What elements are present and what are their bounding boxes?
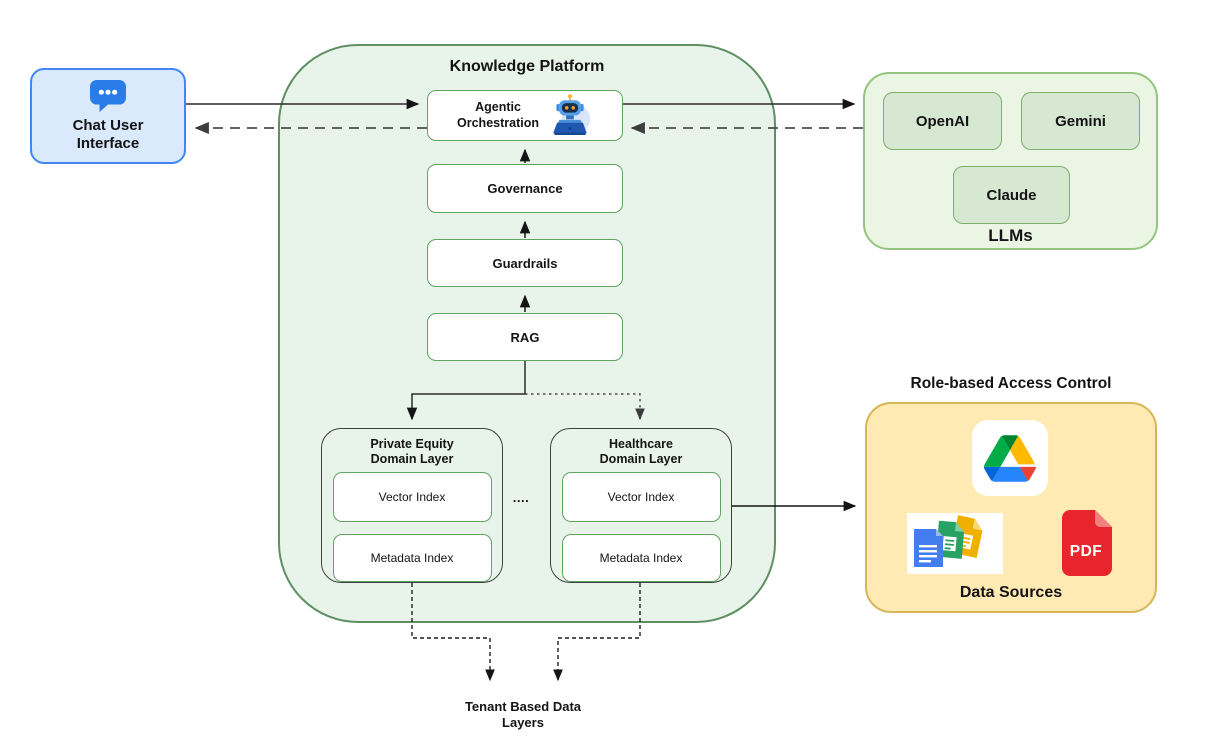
vector-index-node: Vector Index (561, 472, 721, 522)
google-drive-icon (972, 420, 1048, 496)
pdf-file: PDF (1062, 510, 1112, 576)
agentic-orchestration-label: Agentic Orchestration (457, 99, 539, 130)
robot-assistant-icon (553, 93, 591, 135)
openai-node: OpenAI (883, 92, 1002, 150)
claude-node: Claude (953, 166, 1070, 224)
google-drive-logo (984, 434, 1036, 482)
guardrails-label: Guardrails (492, 255, 558, 271)
rag-label: RAG (510, 329, 540, 345)
google-docs-stack (914, 515, 983, 567)
governance-node: Governance (427, 164, 623, 213)
rag-node: RAG (427, 313, 623, 361)
healthcare-domain-title: Healthcare Domain Layer (599, 437, 683, 466)
llms-title: LLMs (988, 226, 1033, 245)
private-equity-domain-layer: Private Equity Domain Layer Vector Index… (321, 428, 503, 583)
metadata-index-node: Metadata Index (332, 533, 492, 582)
pdf-file-icon: PDF (1060, 509, 1113, 577)
guardrails-node: Guardrails (427, 239, 623, 287)
metadata-index-node: Metadata Index (561, 533, 721, 582)
google-docs-stack-icon (907, 513, 1003, 574)
healthcare-domain-layer: Healthcare Domain Layer Vector Index Met… (550, 428, 732, 583)
chat-bubble-icon (90, 79, 126, 112)
governance-label: Governance (487, 181, 563, 196)
chat-user-interface-label: Chat User Interface (72, 116, 144, 152)
private-equity-domain-title: Private Equity Domain Layer (370, 437, 454, 466)
knowledge-platform-title: Knowledge Platform (449, 58, 605, 75)
rbac-title: Role-based Access Control (910, 375, 1112, 392)
chat-user-interface-node: Chat User Interface (30, 68, 186, 164)
pdf-label: PDF (1070, 543, 1103, 560)
data-sources-label: Data Sources (959, 584, 1063, 601)
gemini-node: Gemini (1021, 92, 1140, 150)
agentic-orchestration-node: Agentic Orchestration (427, 90, 623, 141)
tenant-based-data-layers-label: Tenant Based Data Layers (464, 699, 582, 731)
vector-index-node: Vector Index (332, 472, 492, 522)
domain-ellipsis: .... (512, 490, 530, 505)
